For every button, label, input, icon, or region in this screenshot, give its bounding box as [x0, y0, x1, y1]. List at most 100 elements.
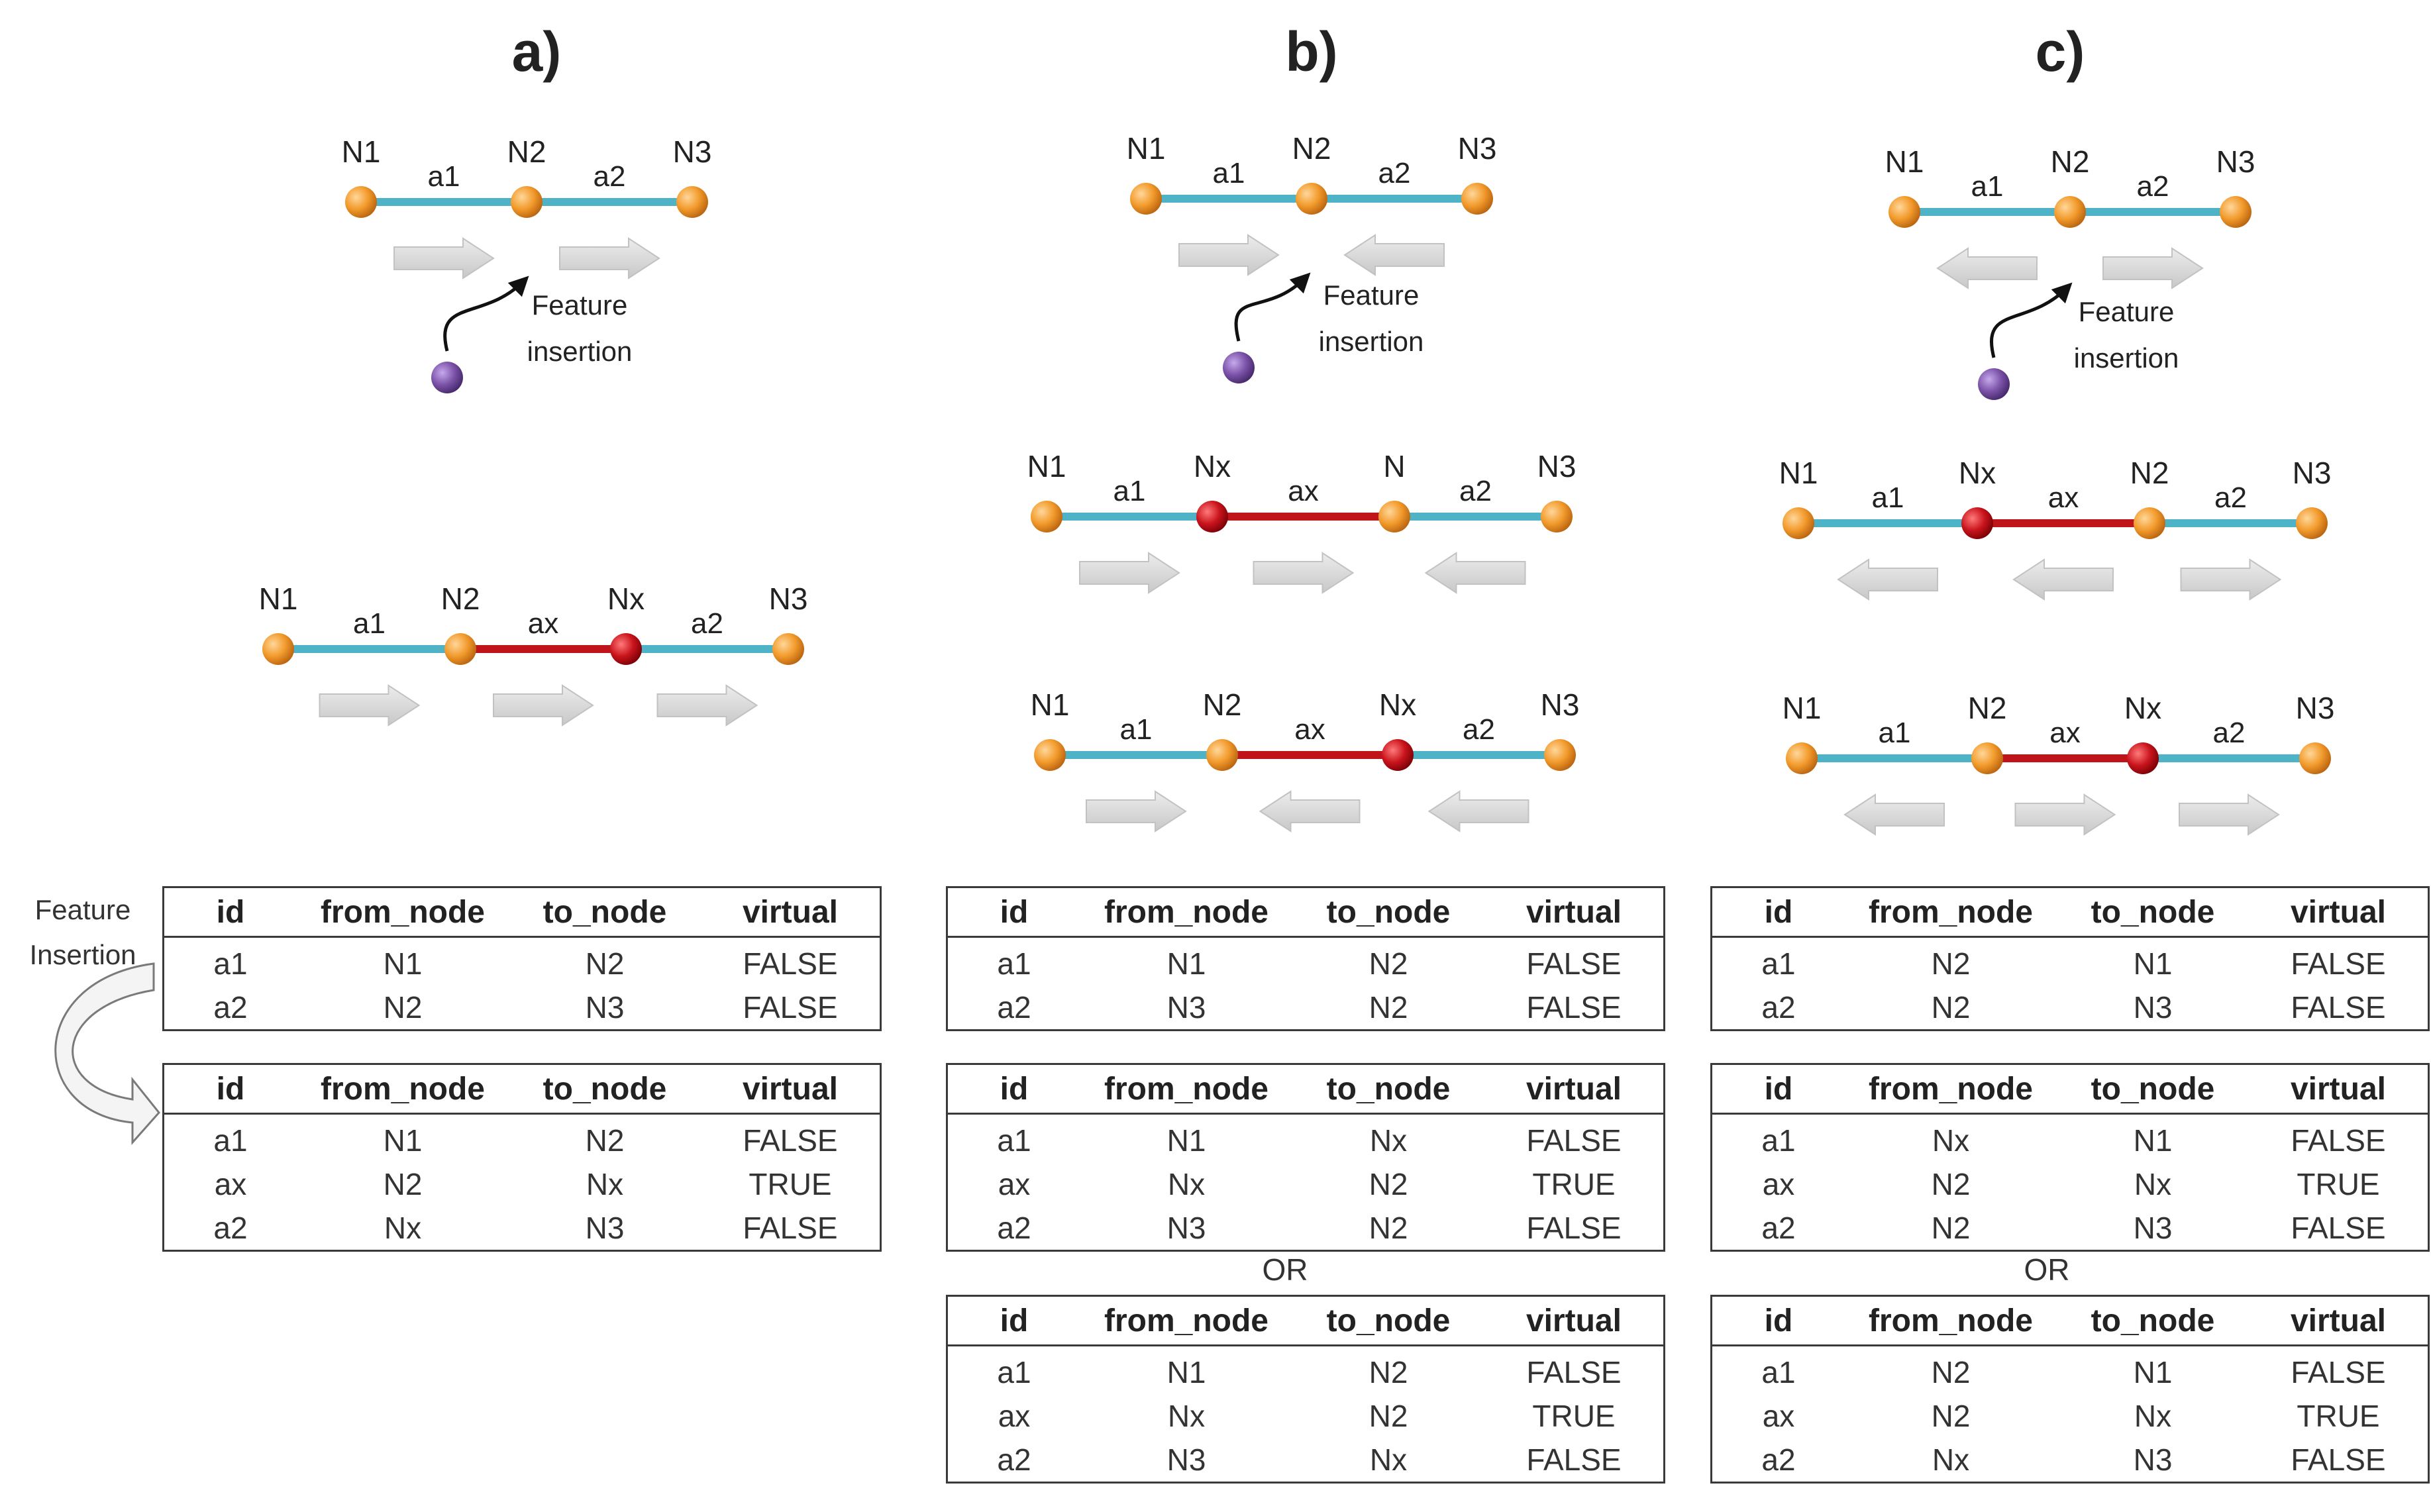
table-cell: N1 — [1166, 1123, 1206, 1158]
table-cell: a1 — [997, 1123, 1031, 1158]
insertion-label-1: Feature — [1323, 279, 1420, 311]
column-header-virtual: virtual — [2249, 1295, 2429, 1346]
table-cell: N2 — [1931, 990, 1971, 1025]
table-cell: FALSE — [2291, 946, 2386, 981]
column-header-to_node: to_node — [1292, 887, 1484, 938]
node-N2 — [1296, 183, 1327, 215]
table-cell: ax — [1762, 1167, 1795, 1201]
node-Nx — [2127, 742, 2159, 774]
flow-arrow-right — [393, 237, 495, 279]
table-cell: FALSE — [1526, 1442, 1622, 1477]
table-cell: N2 — [383, 990, 423, 1025]
table-cell: N3 — [2133, 1211, 2173, 1245]
column-header-id: id — [947, 1064, 1080, 1115]
table-cell: Nx — [586, 1167, 624, 1201]
node-label-Nx: Nx — [607, 581, 645, 616]
node-label-N2: N2 — [1968, 691, 2007, 725]
node-N1 — [1034, 739, 1066, 771]
table-cell: N2 — [383, 1167, 423, 1201]
node-N3 — [2220, 196, 2251, 228]
node-label-Nx: Nx — [1959, 456, 1996, 490]
table-cell: N3 — [1166, 990, 1206, 1025]
table-cell: FALSE — [2291, 1355, 2386, 1389]
arc-label-a2: a2 — [1459, 475, 1492, 507]
arc-label-a1: a1 — [1120, 713, 1153, 746]
insertion-label-2: insertion — [527, 336, 633, 367]
flow-arrow-right — [1086, 790, 1187, 832]
node-label-N1: N1 — [1783, 691, 1822, 725]
node-N2 — [511, 186, 543, 218]
node-label-N3: N3 — [2216, 144, 2255, 179]
node-label-N1: N1 — [342, 134, 381, 169]
table-cell: ax — [214, 1167, 247, 1201]
flow-arrow-right — [1178, 234, 1280, 276]
flow-arrow-right — [319, 684, 421, 727]
table-cell: a2 — [997, 1211, 1031, 1245]
table-cell: Nx — [1932, 1123, 1970, 1158]
node-label-N1: N1 — [259, 581, 298, 616]
arc-label-a1: a1 — [1971, 170, 2004, 203]
column-header-from_node: from_node — [1080, 1295, 1292, 1346]
feature-point — [431, 362, 463, 393]
node-label-N3: N3 — [673, 134, 712, 169]
side-label-line1: Feature — [34, 894, 131, 925]
table-cell: N2 — [1369, 1399, 1408, 1433]
node-label-N2: N2 — [441, 581, 480, 616]
column-header-from_node: from_node — [1845, 1064, 2057, 1115]
column-header-id: id — [163, 887, 297, 938]
arc-label-a2: a2 — [2137, 170, 2169, 203]
column-header-to_node: to_node — [1292, 1295, 1484, 1346]
node-N1 — [262, 633, 294, 665]
table-cell: a2 — [997, 990, 1031, 1025]
node-N1 — [1031, 501, 1062, 532]
column-header-id: id — [1711, 887, 1845, 938]
table-cell: FALSE — [1526, 1211, 1622, 1245]
column-header-to_node: to_node — [2057, 1064, 2249, 1115]
table-cell: ax — [998, 1167, 1031, 1201]
node-label-Nx: Nx — [2124, 691, 2161, 725]
table-cell: N2 — [1369, 946, 1408, 981]
arc-label-a2: a2 — [594, 160, 626, 193]
node-N1 — [345, 186, 377, 218]
column-header-to_node: to_node — [509, 1064, 701, 1115]
arc-label-a1: a1 — [1213, 157, 1245, 189]
node-N3 — [1461, 183, 1493, 215]
column-header-virtual: virtual — [1484, 1064, 1665, 1115]
table-cell: Nx — [2134, 1167, 2172, 1201]
node-label-N3: N3 — [1537, 449, 1577, 483]
table-cell: N3 — [1166, 1211, 1206, 1245]
column-header-virtual: virtual — [701, 887, 881, 938]
flow-arrow-right — [656, 684, 758, 727]
node-label-N1: N1 — [1127, 131, 1166, 166]
node-label-N1: N1 — [1031, 687, 1070, 722]
node-label-N2: N2 — [1203, 687, 1242, 722]
column-header-id: id — [1711, 1295, 1845, 1346]
node-N2 — [2134, 507, 2165, 539]
column-header-from_node: from_node — [297, 887, 509, 938]
column-header-id: id — [947, 887, 1080, 938]
column-header-virtual: virtual — [2249, 887, 2429, 938]
table-cell: FALSE — [743, 946, 838, 981]
table-cell: FALSE — [2291, 990, 2386, 1025]
node-label-Nx: Nx — [1194, 449, 1231, 483]
table-cell: N3 — [585, 1211, 625, 1245]
table-cell: N2 — [1931, 946, 1971, 981]
